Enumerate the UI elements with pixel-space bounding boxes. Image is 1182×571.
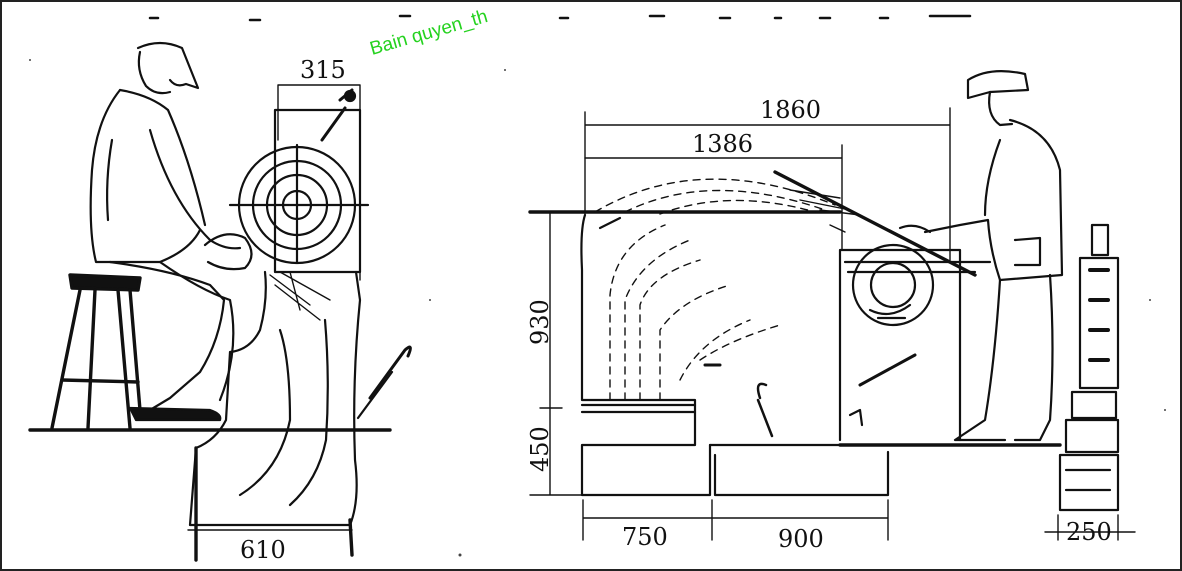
extraction-hood [580,213,962,497]
dim-bottom-lines [582,499,1136,541]
airflow-lines [594,178,836,401]
dim-610-label: 610 [240,536,286,564]
dim-750-label: 750 [622,523,668,551]
dim-1860-lines [584,107,951,261]
standing-worker [898,69,1064,442]
paper-specks [29,59,1166,557]
dim-vertical-lines [529,211,586,496]
watermark-text: Bain quyen_th [368,6,491,60]
dim-900-label: 900 [778,525,824,553]
workpiece-rod [773,170,977,277]
side-cabinet [1058,223,1120,512]
dim-250-label: 250 [1066,518,1112,546]
top-text-fragments [148,14,972,22]
dim-930-label: 930 [526,299,554,345]
sparks-right [789,189,861,233]
seated-worker [89,41,253,422]
dim-1386-lines [584,144,843,251]
dim-1860-label: 1860 [760,96,821,124]
stool [50,273,142,430]
dim-450-label: 450 [526,426,554,472]
dim-1386-label: 1386 [692,130,753,158]
dim-315-label: 315 [300,56,346,84]
dim-315-lines [277,84,361,281]
right-figure: 1860 1386 [526,69,1136,553]
left-figure: 315 610 [28,41,412,564]
grinder-machine [188,88,412,562]
hood-grinder [843,243,992,427]
